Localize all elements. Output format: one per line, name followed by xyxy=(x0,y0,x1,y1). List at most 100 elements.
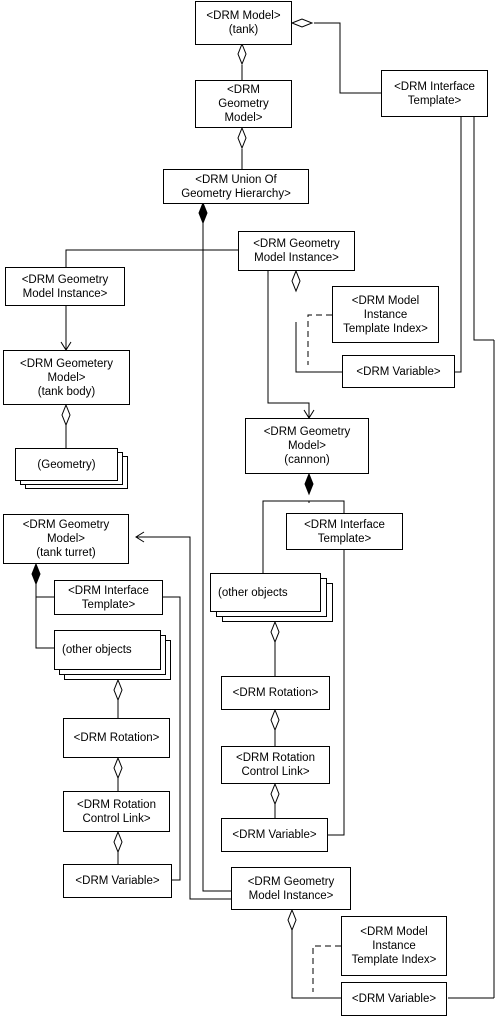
box-line: (other objects xyxy=(218,586,288,599)
other-objects-stack-box: (other objects xyxy=(54,630,161,670)
drm-geometry-model-box: <DRM Geometry Model> xyxy=(195,80,292,128)
aggregation-diamond xyxy=(270,708,280,732)
box-line: <DRM Interface xyxy=(68,584,149,597)
dashed-dependency-line xyxy=(312,945,341,992)
composition-diamond xyxy=(31,562,41,586)
drm-model-instance-template-index-box: <DRM Model Instance Template Index> xyxy=(332,286,439,343)
aggregation-diamond xyxy=(287,908,297,932)
connector-line xyxy=(473,117,494,341)
box-line: (cannon) xyxy=(284,454,330,466)
connector-line xyxy=(65,223,204,267)
aggregation-diamond xyxy=(237,126,247,150)
drm-rotation-box: <DRM Rotation> xyxy=(63,718,170,758)
box-line: Control Link> xyxy=(82,812,151,825)
drm-geometry-model-tank-body-box: <DRM Geometery Model> (tank body) xyxy=(3,350,130,405)
drm-rotation-control-link-box: <DRM Rotation Control Link> xyxy=(221,746,330,784)
connector-arrow xyxy=(136,536,231,900)
box-line: <DRM Variable> xyxy=(351,993,437,1005)
arrowhead xyxy=(135,531,145,543)
box-line: Instance xyxy=(363,308,408,321)
box-line: <DRM xyxy=(227,84,260,96)
aggregation-diamond xyxy=(270,620,280,644)
box-line: <DRM Variable> xyxy=(75,875,160,887)
connector-line xyxy=(455,117,462,373)
box-line: (tank body) xyxy=(37,385,96,398)
connector-line xyxy=(291,929,341,999)
drm-interface-template-box: <DRM Interface Template> xyxy=(381,70,488,117)
drm-variable-box: <DRM Variable> xyxy=(63,864,172,898)
connector-line xyxy=(308,500,345,513)
connector-line xyxy=(444,20,495,998)
box-line: Model Instance> xyxy=(254,252,339,264)
connector-line xyxy=(447,67,494,998)
drm-rotation-control-link-box: <DRM Rotation Control Link> xyxy=(63,791,170,832)
aggregation-diamond xyxy=(61,403,71,427)
connector-line xyxy=(295,322,342,373)
box-line: Template Index> xyxy=(343,322,428,335)
box-line: (Geometry) xyxy=(37,458,96,471)
box-line: Template> xyxy=(317,532,372,545)
other-objects-stack-box: (other objects xyxy=(210,573,321,612)
box-line: Geometry xyxy=(218,98,269,110)
box-line: <DRM Geometry xyxy=(263,426,351,438)
box-line: Model> xyxy=(47,371,86,384)
box-line: <DRM Geometery xyxy=(20,357,113,370)
drm-geometry-model-cannon-box: <DRM Geometry Model> (cannon) xyxy=(245,418,369,474)
box-line: Control Link> xyxy=(241,766,310,778)
geometry-stack-box: (Geometry) xyxy=(15,448,118,481)
box-line: <DRM Geometry xyxy=(247,875,335,888)
box-line: <DRM Interface xyxy=(394,80,475,93)
connector-line xyxy=(35,584,54,598)
composition-diamond xyxy=(304,472,314,496)
box-line: <DRM Model> xyxy=(206,10,281,22)
drm-variable-box: <DRM Variable> xyxy=(341,982,447,1016)
aggregation-diamond xyxy=(290,18,314,28)
drm-model-instance-template-index-box: <DRM Model Instance Template Index> xyxy=(341,916,447,976)
drm-geometry-model-instance-box: <DRM Geometry Model Instance> xyxy=(5,267,125,306)
box-line: Model> xyxy=(224,112,263,124)
aggregation-diamond xyxy=(113,678,123,702)
drm-rotation-box: <DRM Rotation> xyxy=(221,676,330,710)
drm-variable-box: <DRM Variable> xyxy=(221,818,328,852)
drm-union-hierarchy-box: <DRM Union Of Geometry Hierarchy> xyxy=(163,169,309,204)
box-line: <DRM Rotation xyxy=(236,752,315,764)
connector-line xyxy=(202,250,231,892)
drm-geometry-model-instance-box: <DRM Geometry Model Instance> xyxy=(238,231,355,271)
aggregation-diamond xyxy=(270,782,280,806)
box-line: Geometry Hierarchy> xyxy=(181,187,291,200)
connector-line xyxy=(447,358,494,998)
aggregation-diamond xyxy=(113,756,123,780)
connector-line xyxy=(314,22,381,94)
box-line: <DRM Rotation> xyxy=(73,732,160,744)
drm-geometry-model-instance-box: <DRM Geometry Model Instance> xyxy=(231,867,351,910)
connector-line xyxy=(476,340,494,998)
connector-line xyxy=(262,500,309,573)
drm-variable-box: <DRM Variable> xyxy=(342,355,455,388)
connector-line xyxy=(328,550,345,836)
composition-diamond xyxy=(198,201,208,225)
dashed-dependency-line xyxy=(307,314,332,365)
box-line: Model> xyxy=(46,533,86,545)
connector-line xyxy=(466,98,494,998)
connector-line xyxy=(163,596,181,881)
box-line: Template> xyxy=(407,94,462,107)
box-line: <DRM Union Of xyxy=(195,173,277,186)
box-line: <DRM Rotation> xyxy=(232,687,319,699)
box-line: Template> xyxy=(81,598,136,611)
connector-line xyxy=(35,597,54,649)
connector-arrow xyxy=(267,271,310,418)
aggregation-diamond xyxy=(113,830,123,854)
connector-line xyxy=(477,352,494,998)
box-line: (tank) xyxy=(228,24,259,36)
box-line: <DRM Interface xyxy=(304,518,385,531)
box-line: Model Instance> xyxy=(22,287,108,300)
box-line: <DRM Geometry xyxy=(253,238,340,250)
box-line: Instance xyxy=(372,940,416,952)
box-line: Template Index> xyxy=(351,954,437,966)
box-line: (other objects xyxy=(62,644,132,656)
box-line: <DRM Geometry xyxy=(21,273,109,286)
box-line: <DRM Variable> xyxy=(356,365,441,378)
box-line: Model> xyxy=(287,440,327,452)
